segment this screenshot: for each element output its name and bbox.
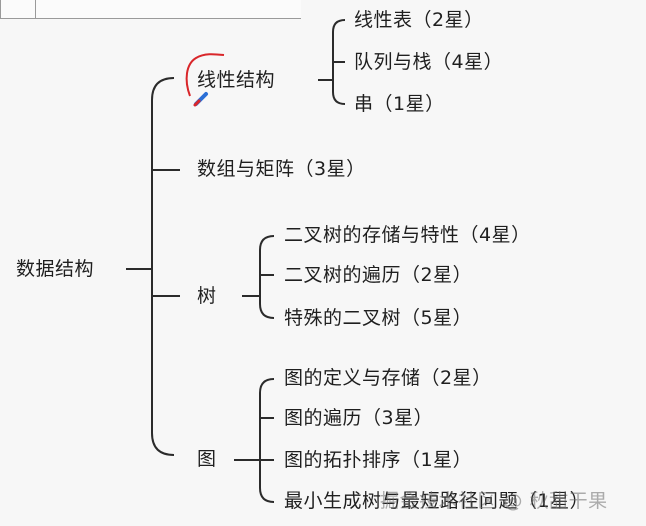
leaf-special-binary-tree: 特殊的二叉树（5星）	[284, 307, 473, 329]
branch-tree: 树	[197, 285, 217, 307]
red-pen-mark	[185, 53, 225, 97]
leaf-linear-list: 线性表（2星）	[354, 9, 484, 31]
leaf-mst-shortest-path: 最小生成树与最短路径问题（1星）	[284, 490, 590, 512]
connector-main-spine	[151, 77, 175, 456]
branch-linear-structure: 线性结构	[197, 69, 276, 91]
branch-array-matrix: 数组与矩阵（3星）	[197, 158, 366, 180]
leaf-topological-sort: 图的拓扑排序（1星）	[284, 449, 473, 471]
leaf-queue-stack: 队列与栈（4星）	[354, 51, 504, 73]
root-node: 数据结构	[16, 258, 95, 280]
window-frame-corner	[0, 0, 301, 19]
leaf-string: 串（1星）	[354, 93, 445, 115]
leaf-binary-tree-traversal: 二叉树的遍历（2星）	[284, 264, 473, 286]
watermark: 掘金技术社区 @ 秋甜干果	[380, 490, 608, 512]
pen-cursor-icon	[193, 92, 208, 107]
leaf-graph-traversal: 图的遍历（3星）	[284, 407, 434, 429]
leaf-binary-tree-storage: 二叉树的存储与特性（4星）	[284, 224, 531, 246]
connector-tree-bracket	[259, 235, 275, 319]
leaf-graph-definition: 图的定义与存储（2星）	[284, 367, 492, 389]
connector-graph-bracket	[259, 378, 275, 503]
frame-divider	[35, 0, 36, 18]
branch-graph: 图	[197, 448, 217, 470]
